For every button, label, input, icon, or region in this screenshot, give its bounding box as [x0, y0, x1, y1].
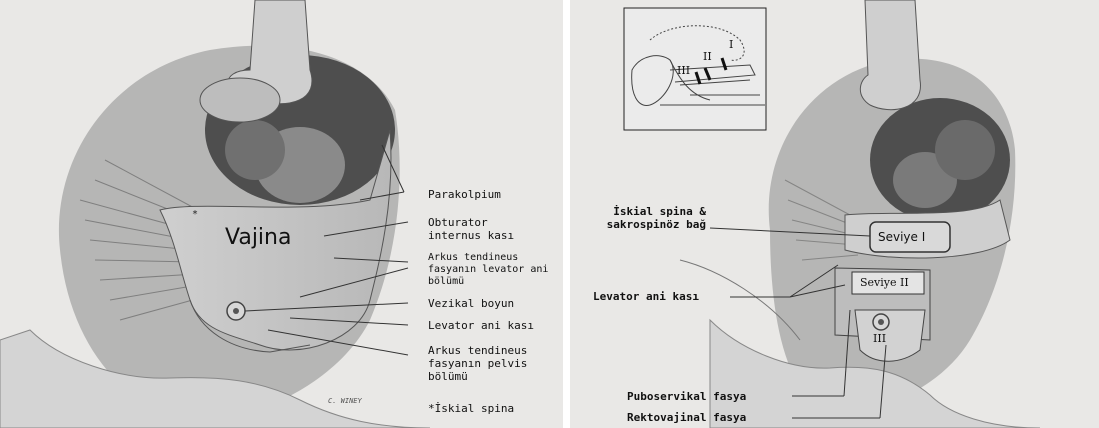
level-three-region — [855, 310, 925, 361]
inset-level-one: I — [729, 38, 733, 51]
right-anatomy-panel: I II III Seviye I Seviye II III İskial s… — [570, 0, 1099, 428]
label-iskial-note: *İskial spina — [428, 402, 514, 415]
label-puboservikal: Puboservikal fasya — [627, 390, 746, 403]
artist-signature: C. WINEY — [328, 397, 362, 405]
inset-level-two: II — [703, 50, 712, 63]
label-levator-ani: Levator ani kası — [593, 290, 699, 303]
label-arkus-levator: Arkus tendineus fasyanın levator ani böl… — [428, 252, 548, 288]
inset-level-three: III — [677, 64, 690, 77]
level-three-label: III — [873, 332, 886, 345]
vagina-label: Vajina — [225, 226, 291, 250]
level-one-label: Seviye I — [878, 231, 925, 244]
label-vezikal-boyun: Vezikal boyun — [428, 297, 514, 310]
label-arkus-pelvis: Arkus tendineus fasyanın pelvis bölümü — [428, 344, 527, 383]
svg-text:*: * — [192, 209, 198, 220]
label-levator-ani: Levator ani kası — [428, 319, 534, 332]
label-parakolpium: Parakolpium — [428, 188, 501, 201]
left-anatomy-panel: * Vajina Parakolpium Obturator internus … — [0, 0, 563, 428]
level-two-label: Seviye II — [860, 276, 909, 289]
label-obturator-internus: Obturator internus kası — [428, 216, 514, 242]
label-iskial-spina: İskial spina & sakrospinöz bağ — [574, 205, 706, 231]
rectum-tube — [860, 0, 920, 110]
inset-box — [624, 8, 766, 130]
label-rektovajinal: Rektovajinal fasya — [627, 411, 746, 424]
